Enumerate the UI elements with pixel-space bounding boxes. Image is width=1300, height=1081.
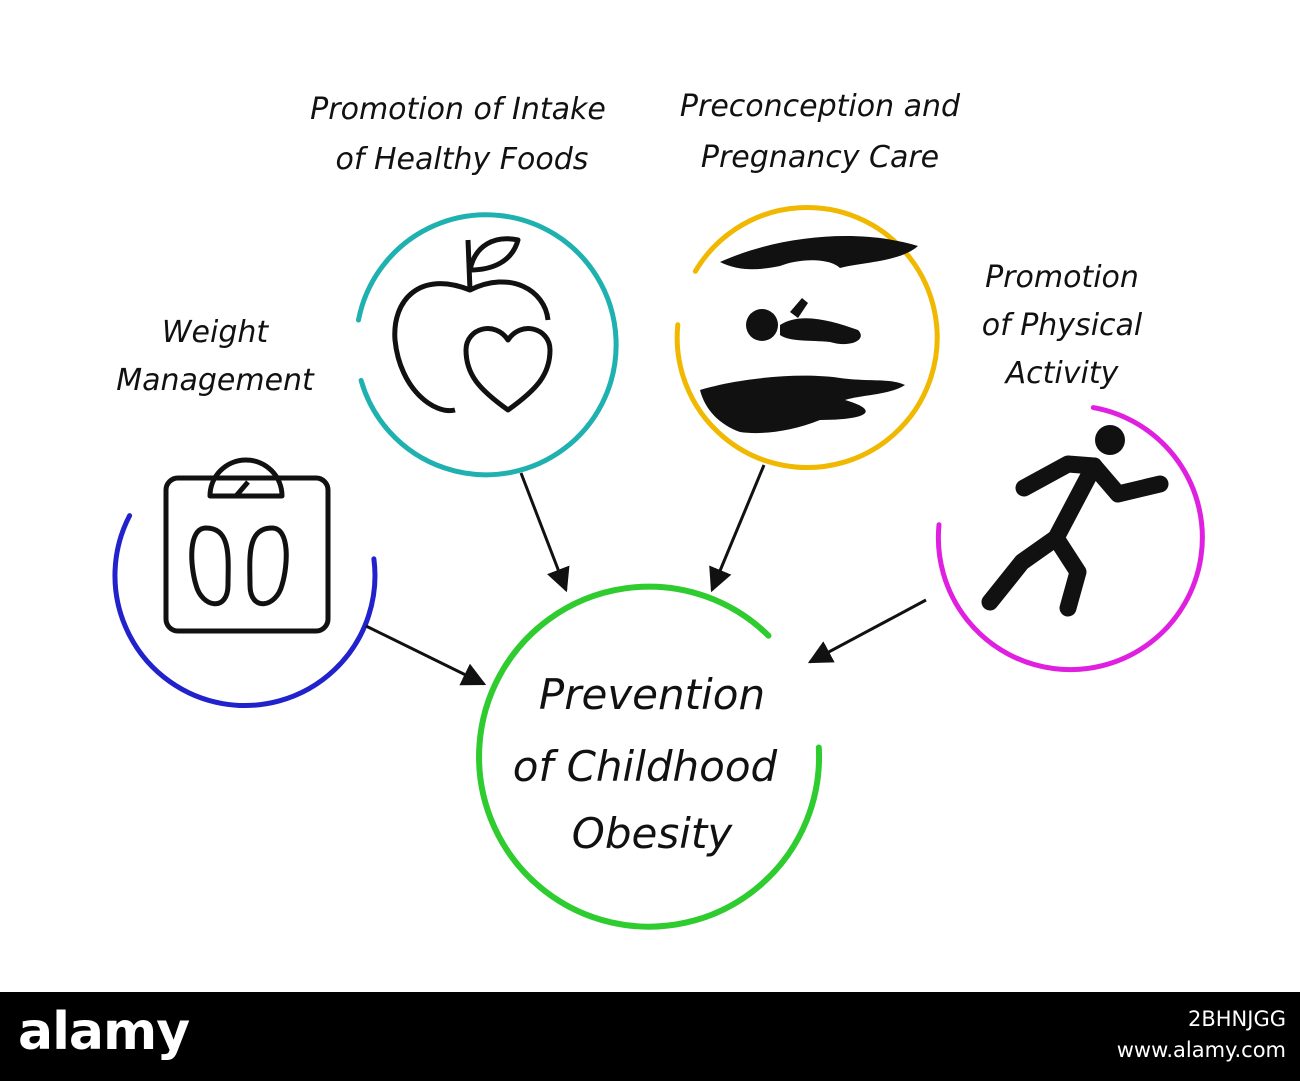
label-pregnancy-line2: Pregnancy Care <box>701 140 939 175</box>
ring-foods <box>356 212 619 478</box>
center-line2: of Childhood <box>513 742 778 791</box>
center-line3: Obesity <box>572 809 734 858</box>
hands-baby-icon <box>700 236 918 434</box>
label-weight-line2: Management <box>116 363 315 398</box>
label-foods-line1: Promotion of Intake <box>310 92 606 127</box>
arrow-weight <box>365 624 487 686</box>
node-pregnancy-care: Preconception and Pregnancy Care <box>674 89 961 470</box>
label-weight-line1: Weight <box>162 315 270 350</box>
runner-icon <box>981 425 1169 617</box>
label-foods-line2: of Healthy Foods <box>336 142 589 177</box>
apple-heart-icon <box>392 236 553 414</box>
arrow-activity <box>807 598 927 664</box>
watermark-info: 2BHNJGG www.alamy.com <box>1117 1004 1286 1066</box>
ring-activity <box>935 405 1205 673</box>
site-url: www.alamy.com <box>1116 1038 1286 1062</box>
label-activity-line1: Promotion <box>985 260 1139 295</box>
node-center: Prevention of Childhood Obesity <box>476 583 823 930</box>
scale-icon <box>163 457 331 634</box>
alamy-logo: alamy <box>18 1002 190 1062</box>
label-activity-line2: of Physical <box>982 308 1143 343</box>
label-pregnancy-line1: Preconception and <box>680 89 961 124</box>
center-line1: Prevention <box>539 670 765 719</box>
arrow-foods <box>519 472 570 593</box>
image-id: 2BHNJGG <box>1187 1007 1286 1031</box>
node-weight-management: Weight Management <box>112 315 378 708</box>
node-healthy-foods: Promotion of Intake of Healthy Foods <box>310 92 619 478</box>
label-activity-line3: Activity <box>1004 356 1120 391</box>
diagram: Weight Management Promotion of Intake of… <box>112 89 1205 930</box>
ring-pregnancy <box>674 205 940 470</box>
node-physical-activity: Promotion of Physical Activity <box>935 260 1205 673</box>
watermark-bar: alamy 2BHNJGG www.alamy.com <box>0 992 1300 1081</box>
arrow-pregnancy <box>709 464 766 593</box>
ring-weight <box>112 513 378 708</box>
ring-center <box>476 583 823 930</box>
